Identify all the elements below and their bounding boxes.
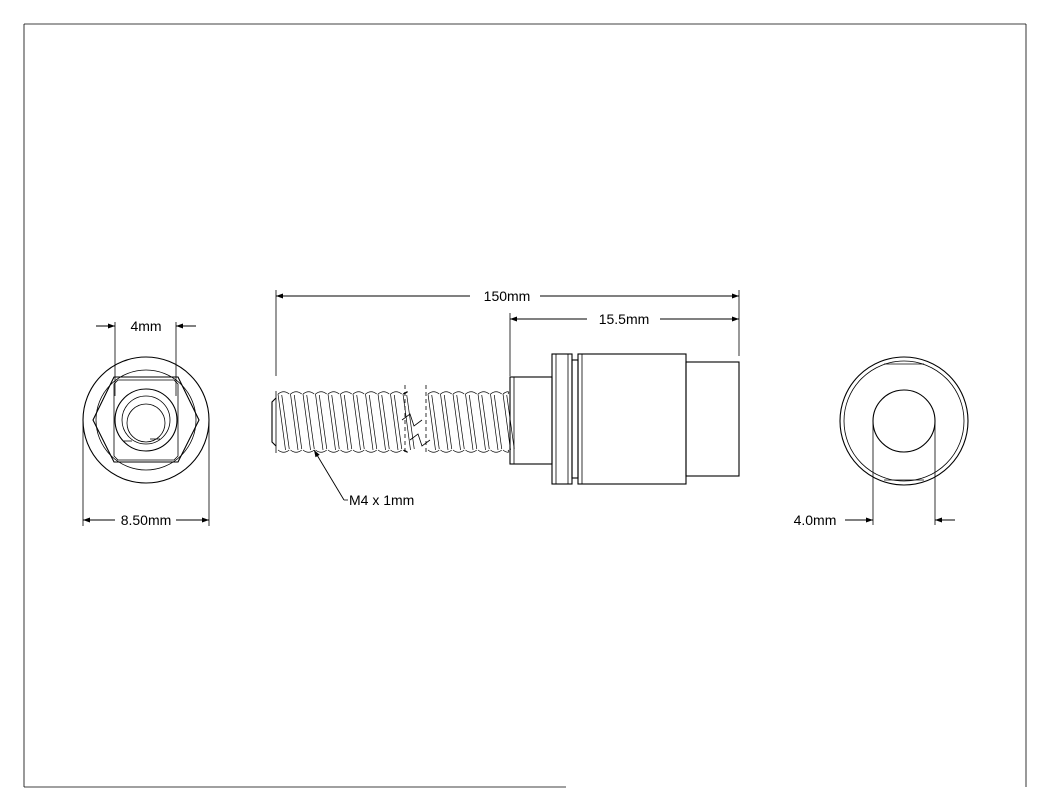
dim-left-inner: 4mm	[96, 318, 196, 396]
dim-left-outer-label: 8.50mm	[121, 512, 172, 528]
dim-overall-length-label: 150mm	[484, 288, 531, 304]
collar-body	[509, 353, 740, 485]
dim-right-bore-label: 4.0mm	[794, 512, 837, 528]
right-end-view	[839, 356, 969, 486]
thread-section-right	[427, 390, 515, 453]
dim-left-outer: 8.50mm	[82, 420, 210, 528]
dim-overall-length: 150mm	[275, 288, 740, 376]
dim-left-inner-label: 4mm	[130, 318, 161, 334]
dim-collar-length-label: 15.5mm	[599, 311, 650, 327]
break-lines	[401, 385, 431, 455]
left-end-view	[82, 356, 210, 484]
thread-callout: M4 x 1mm	[313, 449, 414, 508]
dim-right-bore: 4.0mm	[794, 421, 955, 528]
thread-section-left	[271, 385, 415, 455]
dim-collar-length: 15.5mm	[509, 311, 739, 376]
thread-callout-label: M4 x 1mm	[349, 492, 414, 508]
drawing-frame	[23, 23, 1027, 788]
side-view	[271, 353, 740, 485]
